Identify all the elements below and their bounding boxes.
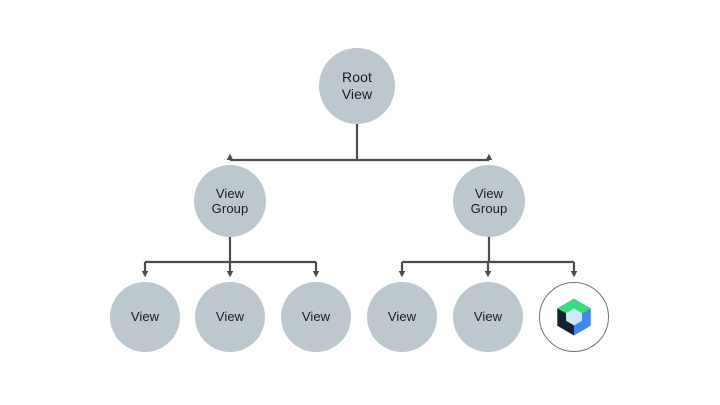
node-view-4-label: View <box>387 309 417 325</box>
node-view-5[interactable]: View <box>453 282 523 352</box>
node-compose[interactable] <box>539 282 609 352</box>
node-view-group-right[interactable]: View Group <box>453 165 525 237</box>
edge-groupleft-to-views <box>141 237 320 278</box>
node-view-group-left-label: View Group <box>211 185 249 216</box>
node-view-1[interactable]: View <box>110 282 180 352</box>
node-view-2[interactable]: View <box>195 282 265 352</box>
edge-root-to-groups <box>226 124 493 162</box>
edge-groupright-to-views <box>398 237 578 278</box>
node-root-view[interactable]: Root View <box>319 48 395 124</box>
jetpack-compose-logo-icon <box>557 298 591 336</box>
node-view-3[interactable]: View <box>281 282 351 352</box>
node-view-5-label: View <box>473 309 503 325</box>
node-view-group-left[interactable]: View Group <box>194 165 266 237</box>
node-view-3-label: View <box>301 309 331 325</box>
node-view-group-right-label: View Group <box>470 185 508 216</box>
node-view-4[interactable]: View <box>367 282 437 352</box>
node-root-view-label: Root View <box>341 69 373 102</box>
node-view-2-label: View <box>215 309 245 325</box>
node-view-1-label: View <box>130 309 160 325</box>
